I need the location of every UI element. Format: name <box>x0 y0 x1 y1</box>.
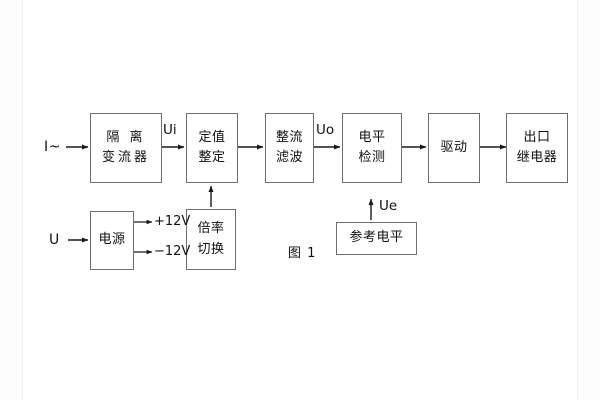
block-line-2: 滤波 <box>275 150 303 165</box>
label-voltage-input: U <box>49 232 60 248</box>
block-line-1: 整流 <box>275 129 303 145</box>
block-line-1: 参考电平 <box>349 230 404 246</box>
block-line-2: 切换 <box>197 241 225 257</box>
block-line-2: 变流器 <box>101 150 150 165</box>
block-level-detect[interactable]: 电平 检测 <box>342 113 402 183</box>
block-range-switch[interactable]: 倍率 切换 <box>186 209 236 270</box>
block-isolation-transformer[interactable]: 隔 离 变流器 <box>90 113 162 183</box>
block-power-supply[interactable]: 电源 <box>90 211 134 270</box>
block-line-2: 整定 <box>198 150 226 165</box>
block-drive[interactable]: 驱动 <box>428 113 480 183</box>
block-reference-level[interactable]: 参考电平 <box>336 222 417 255</box>
figure-caption: 图 1 <box>288 246 317 261</box>
block-line-2: 继电器 <box>516 150 558 165</box>
block-line-2: 检测 <box>358 150 386 165</box>
block-line-1: 电源 <box>98 232 126 248</box>
label-rail-positive: +12V <box>154 214 191 229</box>
label-uo: Uo <box>316 122 335 138</box>
block-line-1: 倍率 <box>197 221 225 237</box>
label-ue: Ue <box>379 198 398 214</box>
block-line-1: 定值 <box>198 129 226 145</box>
block-line-1: 隔 离 <box>106 129 146 145</box>
block-line-1: 驱动 <box>440 139 468 155</box>
block-setting-adjust[interactable]: 定值 整定 <box>186 113 238 183</box>
block-rectify-filter[interactable]: 整流 滤波 <box>265 113 314 183</box>
block-line-1: 出口 <box>523 129 551 145</box>
block-output-relay[interactable]: 出口 继电器 <box>506 113 568 183</box>
label-current-input: I~ <box>44 139 61 155</box>
label-ui: Ui <box>163 122 177 138</box>
block-line-1: 电平 <box>358 129 386 145</box>
label-rail-negative: −12V <box>154 244 191 259</box>
page-panel <box>22 0 578 400</box>
